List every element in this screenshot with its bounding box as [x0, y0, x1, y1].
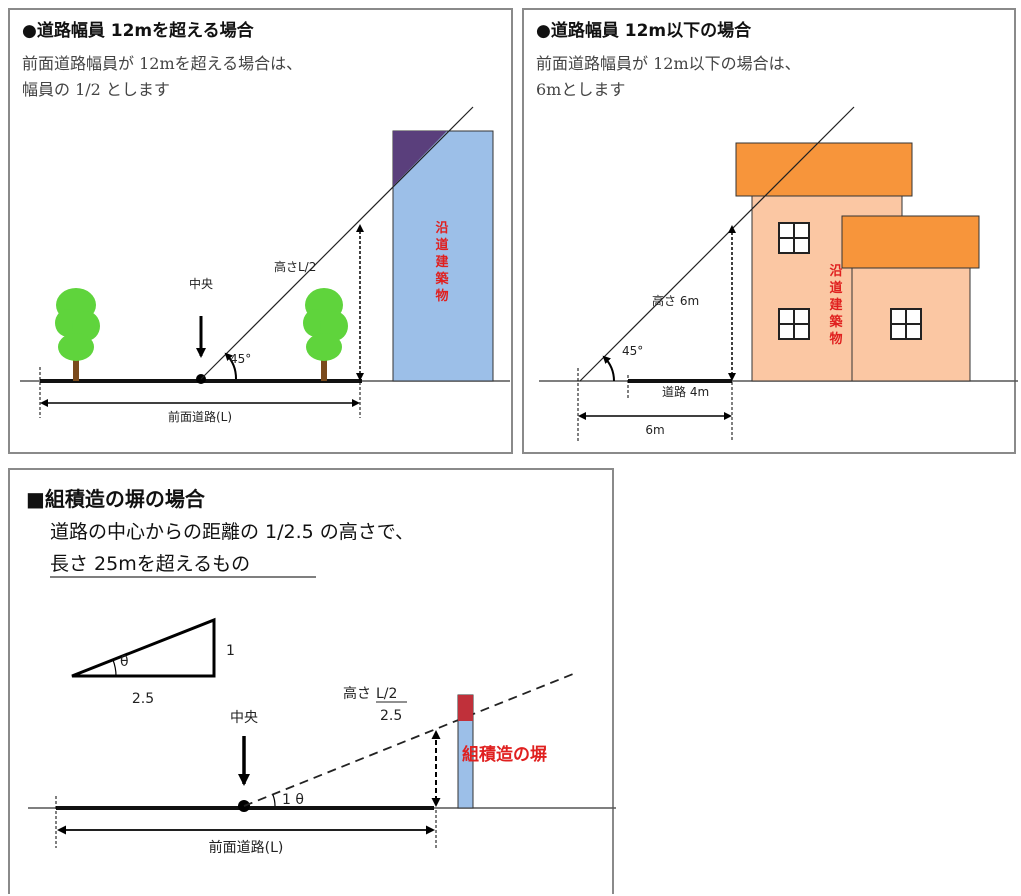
diagram-road-over-12m: ●道路幅員 12mを超える場合 前面道路幅員が 12mを超える場合は、 幅員の … — [20, 20, 510, 424]
window-icon — [778, 308, 810, 340]
distance-label: 6m — [645, 423, 664, 437]
wall-label: 組積造の塀 — [462, 744, 547, 765]
panel3-desc-line2: 長さ 25mを超えるもの — [50, 553, 250, 575]
angle-label: 45° — [622, 344, 643, 358]
ratio-triangle — [71, 617, 216, 678]
center-label: 中央 — [230, 710, 258, 726]
tree-icon — [303, 288, 348, 381]
slope-line — [243, 671, 579, 807]
diagram-masonry-wall: ■組積造の塀の場合 道路の中心からの距離の 1/2.5 の高さで、 長さ 25m… — [26, 487, 616, 856]
roadside-building — [392, 130, 494, 382]
diagram-road-12m-or-less: ●道路幅員 12m以下の場合 前面道路幅員が 12m以下の場合は、 6mとします — [536, 20, 1018, 442]
center-label: 中央 — [189, 276, 213, 291]
panel3-title: ■組積造の塀の場合 — [26, 487, 206, 511]
angle-arc — [272, 794, 276, 807]
road-label: 道路 4m — [662, 384, 709, 399]
building-label-char: 建 — [435, 254, 448, 270]
road-label: 前面道路(L) — [209, 839, 284, 856]
building-label-char: 築 — [828, 314, 843, 330]
ratio-angle-arc — [112, 659, 117, 677]
panel2-desc-line1: 前面道路幅員が 12m以下の場合は、 — [536, 54, 801, 73]
ratio-theta: θ — [120, 654, 129, 670]
height-label-denominator: 2.5 — [380, 708, 402, 724]
angle-label: 1 θ — [282, 792, 304, 808]
window-icon — [778, 222, 810, 254]
panel2-title: ●道路幅員 12m以下の場合 — [536, 20, 752, 41]
building-label-char: 建 — [829, 297, 842, 313]
slope-line — [579, 106, 855, 382]
roof-front — [841, 215, 980, 269]
building-label-char: 道 — [829, 280, 842, 296]
angle-arc — [602, 355, 615, 382]
building-label-char: 沿 — [829, 264, 842, 279]
ratio-horizontal: 2.5 — [132, 691, 154, 707]
panel-masonry-wall: ■組積造の塀の場合 道路の中心からの距離の 1/2.5 の高さで、 長さ 25m… — [8, 468, 616, 894]
ratio-vertical: 1 — [226, 643, 235, 659]
window-icon — [890, 308, 922, 340]
angle-arc — [224, 352, 238, 380]
building-label-char: 物 — [435, 288, 448, 304]
roof-back — [735, 142, 913, 197]
panel3-desc-line1: 道路の中心からの距離の 1/2.5 の高さで、 — [50, 521, 414, 543]
height-label: 高さ 6m — [652, 293, 699, 308]
slope-line — [200, 106, 474, 380]
wall-excess-portion — [458, 695, 473, 721]
panel2-desc-line2: 6mとします — [536, 80, 625, 99]
panel1-desc-line2: 幅員の 1/2 とします — [22, 80, 170, 99]
building-label-char: 物 — [829, 331, 842, 347]
road-label: 前面道路(L) — [168, 409, 232, 424]
angle-label: 45° — [230, 352, 251, 366]
building-label-char: 沿 — [435, 221, 448, 236]
panel-road-over-12m: ●道路幅員 12mを超える場合 前面道路幅員が 12mを超える場合は、 幅員の … — [8, 8, 513, 454]
panel1-title: ●道路幅員 12mを超える場合 — [22, 20, 255, 41]
building-cut-triangle — [393, 131, 447, 186]
height-label-prefix: 高さ — [343, 685, 371, 702]
building-label-char: 道 — [435, 237, 448, 253]
panel-road-12m-or-less: ●道路幅員 12m以下の場合 前面道路幅員が 12m以下の場合は、 6mとします — [522, 8, 1018, 454]
building-label-char: 築 — [434, 271, 449, 287]
tree-icon — [55, 288, 100, 381]
height-label-numerator: L/2 — [376, 686, 397, 702]
panel1-desc-line1: 前面道路幅員が 12mを超える場合は、 — [22, 54, 302, 73]
height-label: 高さL/2 — [274, 259, 316, 274]
